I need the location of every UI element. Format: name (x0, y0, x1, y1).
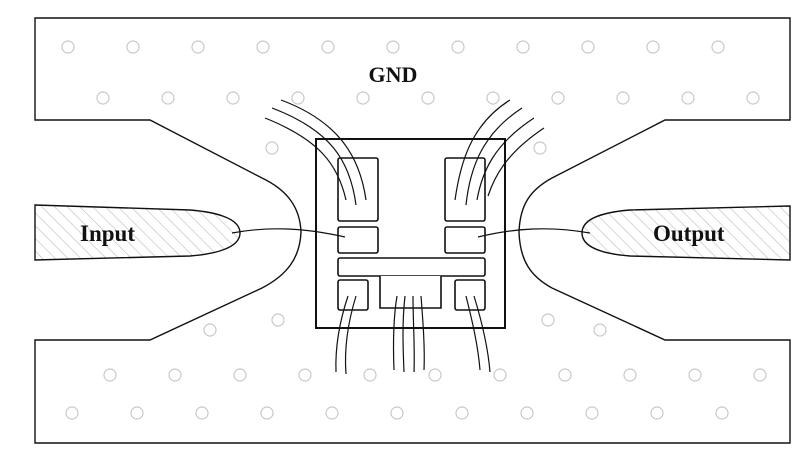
via (715, 406, 729, 420)
via (581, 40, 595, 54)
via (650, 406, 664, 420)
via (260, 406, 274, 420)
via-array (61, 40, 767, 420)
pad-input (337, 226, 379, 254)
ground-plane-top (34, 17, 791, 444)
input-label: Input (80, 221, 135, 246)
via (451, 40, 465, 54)
via (593, 323, 607, 337)
output-label: Output (653, 221, 725, 246)
via (711, 40, 725, 54)
input-trace (34, 204, 241, 261)
pad-bottom-right (454, 279, 486, 311)
via (191, 40, 205, 54)
via (616, 91, 630, 105)
pad-ground-bar (337, 257, 486, 277)
via (96, 91, 110, 105)
via (486, 91, 500, 105)
via (103, 368, 117, 382)
via (195, 406, 209, 420)
via (363, 368, 377, 382)
via (428, 368, 442, 382)
via (746, 91, 760, 105)
via (265, 141, 279, 155)
via (688, 368, 702, 382)
via (646, 40, 660, 54)
via (623, 368, 637, 382)
via (126, 40, 140, 54)
via (390, 406, 404, 420)
pad-ground-tab (379, 276, 442, 309)
via (161, 91, 175, 105)
via (65, 406, 79, 420)
via (551, 91, 565, 105)
via (681, 91, 695, 105)
via (321, 40, 335, 54)
via (558, 368, 572, 382)
via (493, 368, 507, 382)
bond-wires (231, 99, 591, 375)
via (61, 40, 75, 54)
via (325, 406, 339, 420)
pad-output (444, 226, 486, 254)
gnd-label: GND (369, 62, 418, 87)
via (520, 406, 534, 420)
via (271, 313, 285, 327)
via (421, 91, 435, 105)
via (356, 91, 370, 105)
via (291, 91, 305, 105)
via (753, 368, 767, 382)
via (256, 40, 270, 54)
via (298, 368, 312, 382)
via (585, 406, 599, 420)
via (516, 40, 530, 54)
via (386, 40, 400, 54)
via (233, 368, 247, 382)
via (455, 406, 469, 420)
via (203, 323, 217, 337)
via (168, 368, 182, 382)
via (226, 91, 240, 105)
via (533, 141, 547, 155)
output-trace (581, 205, 791, 261)
via (130, 406, 144, 420)
via (541, 313, 555, 327)
